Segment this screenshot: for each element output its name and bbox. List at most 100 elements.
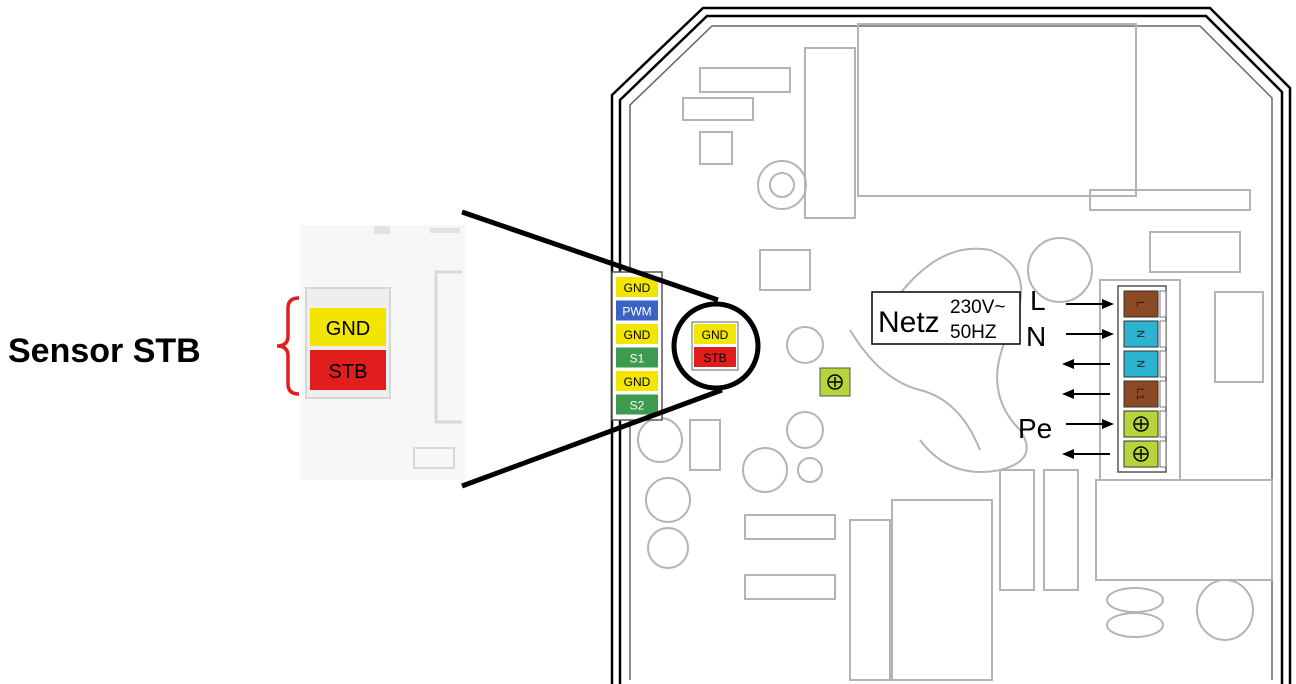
enclosure-outline-board [629, 25, 1273, 680]
pcb-component [1089, 189, 1251, 211]
pcb-wire [894, 247, 1028, 473]
magnifier-circle [671, 301, 761, 391]
pcb-screw [786, 326, 824, 364]
mains-terminal-label: N [1134, 330, 1146, 338]
mains-voltage: 230V~ [950, 297, 1005, 318]
mains-terminal-block [1123, 320, 1159, 348]
pcb-relay-small [999, 469, 1035, 591]
pcb-capacitor [645, 477, 691, 523]
enclosure-outline-inner [618, 14, 1284, 684]
pcb-relay-small [1043, 469, 1079, 591]
pcb-component [1196, 579, 1254, 641]
left-terminal-gnd-block [616, 277, 658, 297]
left-terminal-s2-label: S2 [630, 399, 645, 413]
mains-terminal-housing [1099, 279, 1181, 481]
pcb-mounting-hole-inner [769, 172, 795, 198]
mains-terminal-block [1123, 350, 1159, 378]
arrow-right-icon [1066, 329, 1114, 339]
mains-terminal-slot [1159, 290, 1167, 318]
arrow-right-icon [1066, 299, 1114, 309]
mains-frequency: 50HZ [950, 322, 997, 343]
left-terminal-gnd-label: GND [624, 281, 651, 295]
mains-terminal-slot [1159, 320, 1167, 348]
mains-label-l: L [1030, 285, 1046, 316]
zoom-terminal-stb-label: STB [329, 361, 368, 383]
pcb-details [637, 23, 1273, 681]
mains-terminal-block [1123, 290, 1159, 318]
circled-terminal-stb-label: STB [703, 351, 726, 365]
mains-terminal-label: N [1134, 360, 1146, 368]
pcb-ic [699, 67, 791, 93]
pcb-component [759, 249, 811, 291]
pcb-component [744, 514, 836, 540]
arrow-right-icon [1066, 419, 1114, 429]
zoom-terminal-gnd-block [310, 308, 386, 346]
pcb-capacitor [647, 527, 689, 569]
left-terminal-gnd-label: GND [624, 375, 651, 389]
zoom-inset-component [430, 228, 460, 233]
pcb-capacitor [637, 417, 683, 463]
mains-title: Netz [878, 306, 940, 339]
left-terminal-gnd-label: GND [624, 328, 651, 342]
zoom-terminal-stb-block [310, 350, 386, 390]
mains-label-pe: Pe [1018, 413, 1052, 444]
mains-terminal-slot [1159, 380, 1167, 408]
pcb-mounting-hole [757, 160, 807, 210]
circled-terminal-gnd-label: GND [702, 328, 729, 342]
arrow-left-icon [1062, 389, 1110, 399]
board-earth-marker [819, 367, 851, 397]
pcb-transformer [891, 499, 993, 681]
enclosure-outline-outer [610, 6, 1292, 684]
pcb-component [804, 47, 856, 219]
circled-terminal-gnd-block [694, 324, 736, 344]
zoom-inset-component [413, 447, 455, 469]
zoom-inset-outline [434, 270, 462, 424]
zoom-terminal-gnd-label: GND [326, 318, 370, 340]
left-terminal-s1-block [616, 347, 658, 368]
circled-terminal-stb-block [694, 347, 736, 367]
magnifier-line-bottom [461, 387, 723, 489]
left-terminal-gnd-block [616, 371, 658, 391]
mains-terminal-strip: L N N L1 [1062, 285, 1167, 473]
pcb-chip [689, 419, 721, 471]
mains-label-n: N [1026, 321, 1046, 352]
left-terminal-s1-label: S1 [630, 352, 645, 366]
pcb-wire [849, 329, 981, 451]
circled-terminal: GND STB [691, 321, 739, 371]
pcb-mounting-hole [797, 457, 823, 483]
mains-label-box: Netz 230V~ 50HZ [871, 291, 1021, 345]
left-terminal-gnd-block [616, 324, 658, 344]
pcb-chip [699, 131, 733, 165]
pcb-connector [1149, 231, 1241, 273]
pcb-component [849, 519, 891, 681]
pcb-capacitor [1027, 237, 1093, 303]
zoom-inset-component [374, 226, 390, 234]
pcb-pin-header [682, 97, 754, 121]
mains-terminal-block [1123, 380, 1159, 408]
mains-box [871, 291, 1021, 345]
sensor-label: Sensor STB [8, 332, 201, 370]
earth-icon [1133, 416, 1149, 432]
pcb-component [744, 574, 836, 600]
magnifier-line-top [461, 209, 719, 303]
pcb-relay [857, 23, 1137, 197]
earth-icon [1133, 446, 1149, 462]
mains-terminal-slot [1159, 410, 1167, 438]
magnifier [461, 209, 761, 489]
pcb-mounting-hole [742, 447, 788, 493]
red-brace [276, 296, 300, 396]
left-terminal-pwm-label: PWM [622, 305, 651, 319]
pcb-component [1106, 612, 1164, 638]
mains-terminal-label: L1 [1134, 388, 1146, 400]
mains-terminal-slot [1159, 350, 1167, 378]
mains-terminal-label: L [1134, 301, 1146, 307]
earth-icon [827, 374, 843, 390]
arrow-left-icon [1062, 449, 1110, 459]
pcb-component [1095, 479, 1273, 581]
left-terminal-pwm-block [616, 300, 658, 321]
arrow-left-icon [1062, 359, 1110, 369]
pcb-component [1106, 587, 1164, 613]
zoom-terminal-gnd: GND [310, 308, 386, 346]
